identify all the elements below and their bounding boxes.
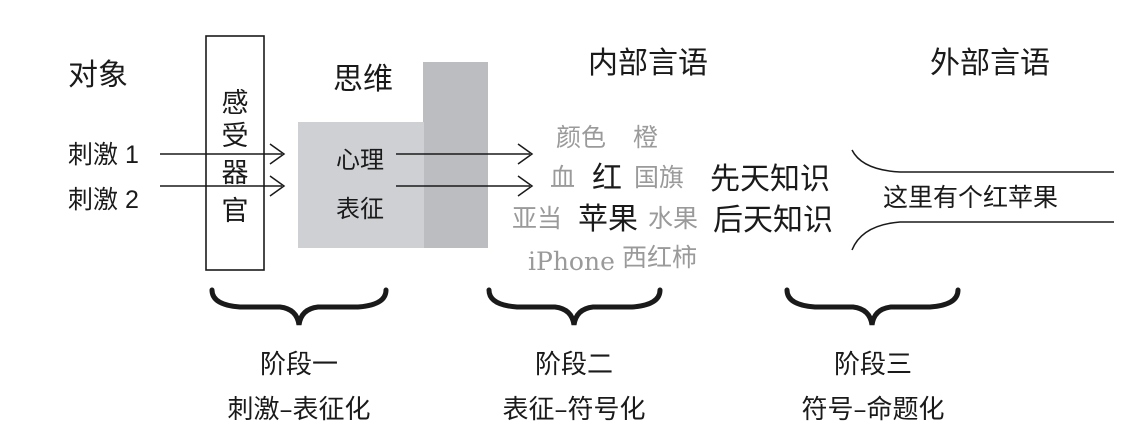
stage-braces	[209, 287, 961, 326]
thinking-light-block	[298, 122, 424, 248]
representation-arrow-1-head	[517, 143, 534, 165]
proposition-text: 这里有个红苹果	[883, 183, 1058, 212]
assoc-red: 红	[592, 162, 622, 195]
sense-organ-char-3: 器	[222, 158, 249, 189]
sense-organ-char-1: 感	[222, 88, 249, 119]
assoc-iphone: iPhone	[528, 247, 615, 276]
knowledge-innate: 先天知识	[710, 163, 830, 196]
sense-organ-char-2: 受	[222, 121, 249, 152]
assoc-flag: 国旗	[634, 163, 684, 192]
header-inner-speech: 内部言语	[588, 47, 708, 80]
sense-organ-char-4: 官	[222, 196, 249, 227]
representation-label-1: 心理	[336, 147, 384, 174]
assoc-apple: 苹果	[578, 203, 638, 236]
stimulus-1-arrowhead	[269, 143, 286, 165]
stimulus-arrows	[160, 143, 286, 197]
stimulus-1-label: 刺激 1	[68, 141, 139, 169]
header-object: 对象	[68, 59, 128, 92]
stage-2-desc: 表征–符号化	[502, 395, 645, 425]
bracket-upper-curve	[851, 149, 1114, 173]
stage-1-desc: 刺激–表征化	[227, 395, 370, 425]
assoc-blood: 血	[550, 163, 575, 192]
header-outer-speech: 外部言语	[930, 47, 1050, 80]
stage-1-brace	[209, 287, 389, 326]
outer-speech-bracket	[851, 149, 1114, 251]
stage-1-name: 阶段一	[260, 350, 338, 380]
stimulus-2-label: 刺激 2	[68, 186, 139, 214]
representation-arrows	[396, 143, 534, 197]
assoc-tomato: 西红柿	[622, 243, 697, 272]
assoc-fruit: 水果	[648, 204, 698, 233]
knowledge-acquired: 后天知识	[713, 204, 833, 237]
assoc-adam: 亚当	[512, 204, 562, 233]
sense-organ-box	[205, 35, 265, 271]
stage-3-desc: 符号–命题化	[801, 395, 944, 425]
representation-arrow-2-head	[517, 175, 534, 197]
stage-2-brace	[486, 287, 663, 326]
stage-3-brace	[784, 287, 961, 326]
bracket-lower-curve	[851, 221, 1114, 251]
stage-3-name: 阶段三	[834, 350, 912, 380]
stimulus-2-arrowhead	[269, 175, 286, 197]
assoc-orange: 橙	[633, 123, 658, 152]
header-thinking: 思维	[333, 63, 393, 96]
assoc-color: 颜色	[556, 123, 606, 152]
thinking-dark-block	[423, 62, 488, 248]
stage-2-name: 阶段二	[535, 350, 613, 380]
representation-label-2: 表征	[336, 196, 384, 223]
